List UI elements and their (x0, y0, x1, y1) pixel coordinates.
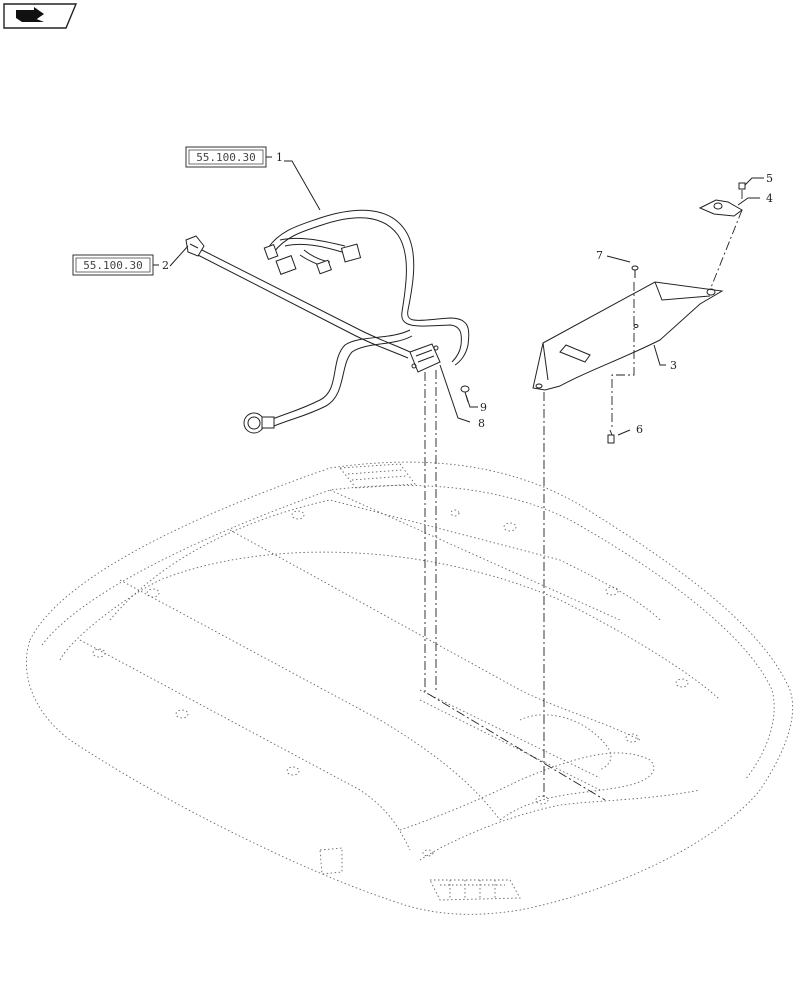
mounting-bracket (532, 281, 724, 391)
clip-4 (698, 199, 743, 217)
callout-8: 8 (478, 417, 485, 430)
callout-7: 7 (596, 249, 603, 262)
next-page-button[interactable] (3, 3, 78, 29)
callout-5: 5 (766, 172, 773, 185)
cab-roof-panel (25, 461, 794, 915)
wiring-harness (243, 209, 470, 434)
callout-6: 6 (636, 423, 643, 436)
next-page-arrow-icon (16, 7, 44, 22)
assembly-lines (424, 190, 743, 801)
nut-5 (738, 182, 746, 190)
leader-lines (153, 156, 764, 436)
callout-2: 2 (162, 259, 169, 272)
reference-box-1-label: 55.100.30 (196, 151, 256, 164)
callout-labels: 1 2 3 4 5 6 7 8 9 (162, 151, 773, 436)
callout-9: 9 (480, 401, 487, 414)
callout-3: 3 (670, 359, 677, 372)
callout-1: 1 (276, 151, 283, 164)
reference-box-1[interactable]: 55.100.30 (185, 146, 267, 168)
reference-box-2-label: 55.100.30 (83, 259, 143, 272)
callout-4: 4 (766, 192, 773, 205)
antenna-cable (185, 235, 411, 359)
screw-7 (631, 265, 639, 278)
round-connector (243, 412, 275, 434)
reference-box-2[interactable]: 55.100.30 (72, 254, 154, 276)
bulkhead-connector (409, 343, 441, 373)
screw-6 (607, 429, 615, 444)
